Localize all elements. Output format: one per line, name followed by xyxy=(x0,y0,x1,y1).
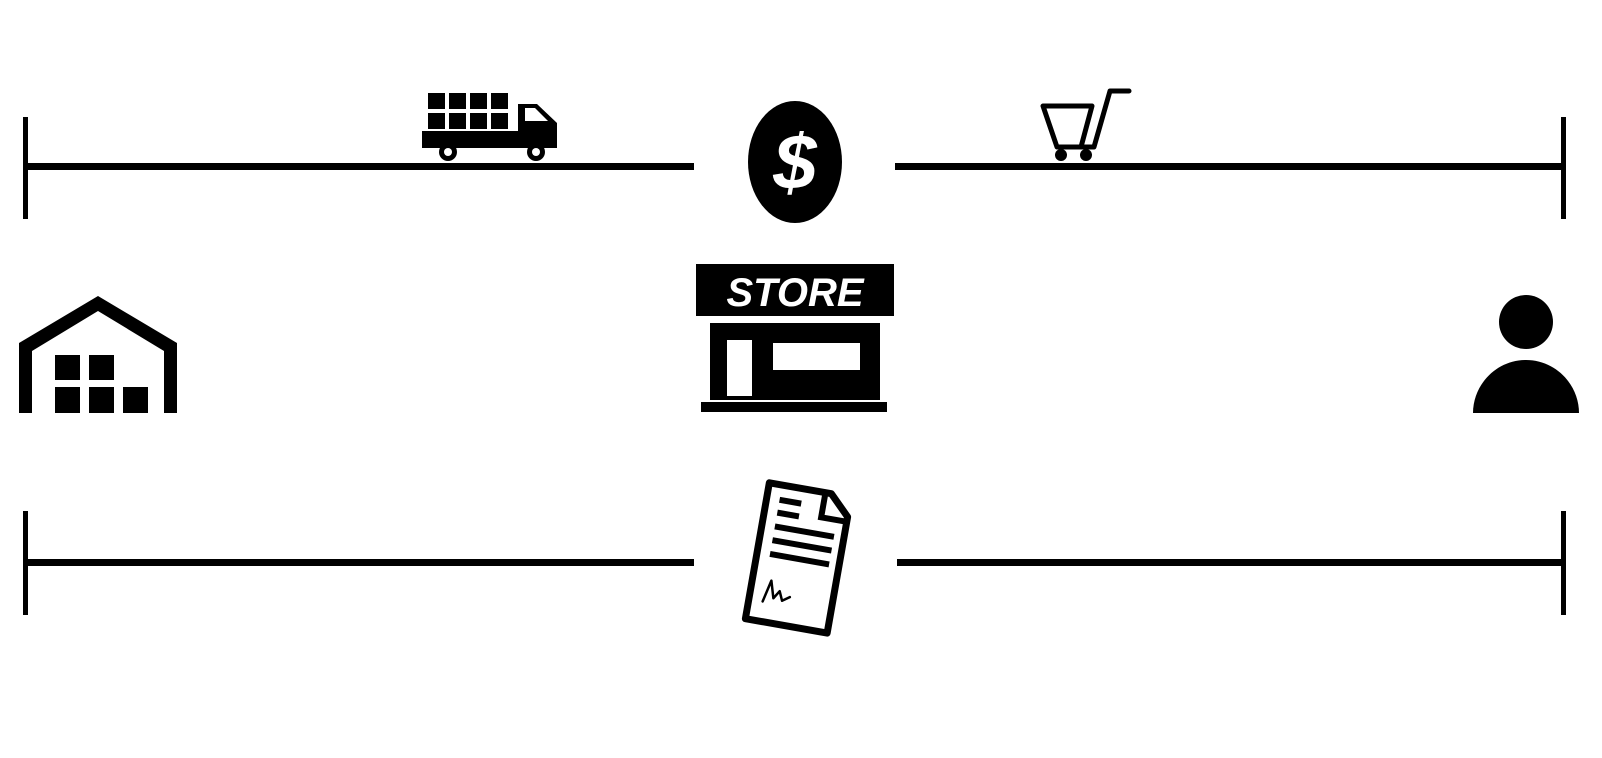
store-sign-text: STORE xyxy=(726,271,864,315)
top-timeline-left-line xyxy=(23,163,694,170)
bottom-timeline-right-line xyxy=(897,559,1566,566)
top-timeline-right-tick xyxy=(1561,117,1566,219)
top-timeline xyxy=(23,117,1566,219)
delivery-truck-icon xyxy=(422,93,557,161)
bottom-timeline-left-line xyxy=(23,559,694,566)
customer-person-icon xyxy=(1473,295,1579,413)
dollar-sign: $ xyxy=(772,118,818,206)
warehouse-icon xyxy=(19,296,177,413)
store-door xyxy=(727,340,752,396)
dollar-coin-icon: $ xyxy=(748,101,842,223)
store-sign-board xyxy=(696,264,894,316)
top-timeline-right-line xyxy=(895,163,1566,170)
store-window xyxy=(773,343,860,370)
bottom-timeline xyxy=(23,511,1566,615)
signed-document-icon xyxy=(741,479,852,637)
shopping-cart-icon xyxy=(1040,88,1132,150)
bottom-timeline-right-tick xyxy=(1561,511,1566,615)
store-icon: STORE xyxy=(696,264,894,412)
shopping-cart-wheels xyxy=(1055,149,1092,161)
